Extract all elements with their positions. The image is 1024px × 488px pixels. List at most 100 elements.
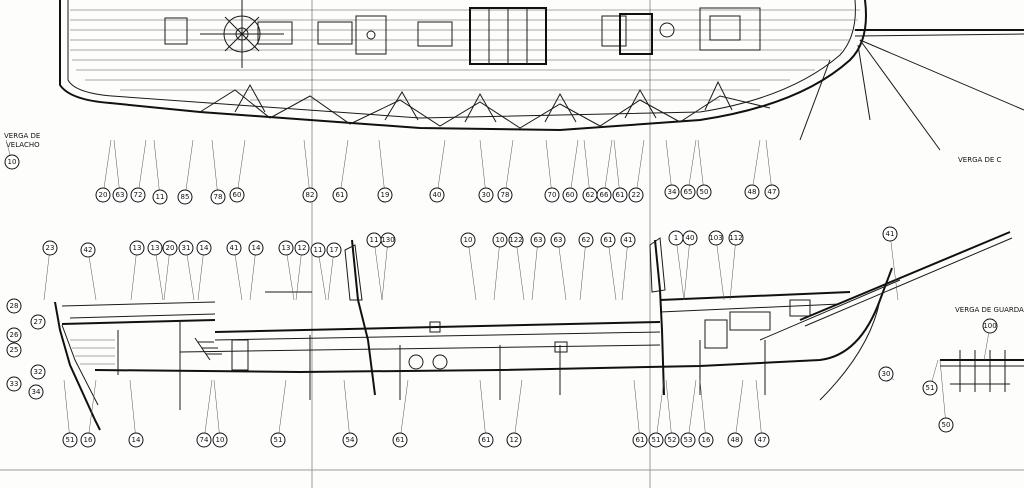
leader-line: [43, 247, 51, 301]
callout-side_left: 33: [6, 376, 22, 392]
callout-circle: [6, 342, 22, 358]
callout-circle: [562, 187, 578, 203]
leader-line: [557, 239, 567, 301]
lower-deck: [179, 344, 661, 353]
leader-line: [399, 379, 409, 441]
callout-circle: [727, 432, 743, 448]
callout-guard: 100: [982, 318, 998, 361]
callout-side_top: 103: [708, 230, 725, 301]
callout-number: 61: [396, 436, 405, 444]
callout-number: 51: [66, 436, 75, 444]
callout-number: 41: [230, 244, 239, 252]
callout-side_left: 26: [6, 327, 22, 343]
main-deck-line: [214, 321, 661, 333]
callout-side_left: 28: [6, 298, 22, 314]
callout-number: 62: [586, 191, 595, 199]
leader-line: [607, 239, 617, 301]
callout-side_top: 10: [460, 232, 477, 301]
leader-line: [697, 139, 705, 193]
callout-circle: [664, 184, 680, 200]
callout-number: 52: [668, 436, 677, 444]
callout-side_top: 20: [162, 240, 178, 301]
callout-circle: [578, 232, 594, 248]
callout-number: 34: [668, 188, 677, 196]
callout-side_top: 122: [508, 232, 525, 301]
callout-top: 48: [744, 139, 761, 200]
callout-number: 10: [464, 236, 473, 244]
callout-circle: [177, 189, 193, 205]
caption-velacho: VELACHO: [6, 141, 40, 149]
callout-number: 47: [768, 188, 777, 196]
callout-circle: [708, 230, 724, 246]
side-elevation: [54, 231, 1013, 431]
callout-number: 130: [381, 236, 394, 244]
callout-number: 103: [709, 234, 722, 242]
callout-number: 51: [652, 436, 661, 444]
leader-line: [203, 379, 213, 441]
callout-circle: [754, 432, 770, 448]
callout-number: 17: [330, 246, 339, 254]
callout-circle: [310, 242, 326, 258]
callout-circle: [42, 240, 58, 256]
leader-line: [479, 139, 487, 196]
mast-top: [344, 244, 363, 301]
callout-side_top: 41: [882, 226, 899, 301]
callout-side_left: 32: [30, 364, 46, 380]
callout-side_top: 14: [196, 240, 212, 301]
leader-line: [130, 247, 138, 301]
callout-circle: [332, 187, 348, 203]
callout-circle: [129, 240, 145, 256]
callout-number: 50: [942, 421, 951, 429]
leader-line: [633, 379, 641, 441]
leader-line: [751, 139, 761, 193]
callout-side_bottom: 51: [270, 379, 287, 448]
callout-number: 51: [274, 436, 283, 444]
callout-circle: [270, 432, 286, 448]
leader-line: [699, 379, 707, 441]
callout-circle: [530, 232, 546, 248]
caption-verga-velacho: VERGA DE: [4, 132, 40, 140]
callout-number: 61: [636, 436, 645, 444]
callout-number: 26: [10, 331, 19, 339]
leader-line: [343, 379, 351, 441]
callout-circle: [212, 432, 228, 448]
callout-circle: [380, 232, 396, 248]
callout-top: 60: [562, 139, 579, 203]
leader-line: [185, 247, 195, 301]
leader-line: [87, 379, 97, 441]
leader-line: [675, 237, 685, 301]
callout-side_top: 13: [129, 240, 145, 301]
callout-side_top: 42: [80, 242, 97, 301]
callout-number: 61: [336, 191, 345, 199]
callout-circle: [506, 432, 522, 448]
callout-number: 11: [314, 246, 323, 254]
callout-top: 72: [130, 139, 147, 203]
caption-verga-cebadera: VERGA DE C: [958, 156, 1002, 164]
callout-side_bottom: 10: [212, 379, 228, 448]
callout-circle: [30, 314, 46, 330]
leader-line: [687, 139, 697, 193]
callout-number: 62: [582, 236, 591, 244]
leader-line: [277, 379, 287, 441]
leader-line: [236, 139, 246, 196]
callout-top: 85: [177, 139, 194, 205]
leader-line: [163, 247, 171, 301]
callout-top: 50: [696, 139, 712, 200]
callout-circle: [128, 432, 144, 448]
bowsprit: [799, 231, 1011, 321]
callout-side_bottom: 53: [680, 379, 697, 448]
callout-circle: [612, 187, 628, 203]
callout-side_bottom: 61: [392, 379, 409, 448]
leader-line: [317, 249, 327, 301]
callout-circle: [680, 432, 696, 448]
deck-hatch: [164, 17, 188, 45]
callout-circle: [95, 187, 111, 203]
callout-number: 25: [10, 346, 19, 354]
callout-top: 66: [596, 139, 613, 203]
callout-circle: [226, 240, 242, 256]
callout-number: 72: [134, 191, 143, 199]
companion-ladder: [194, 337, 222, 361]
callout-top: 40: [429, 139, 446, 203]
callout-top: 22: [628, 139, 645, 203]
callout-side_bottom: 16: [698, 379, 714, 448]
